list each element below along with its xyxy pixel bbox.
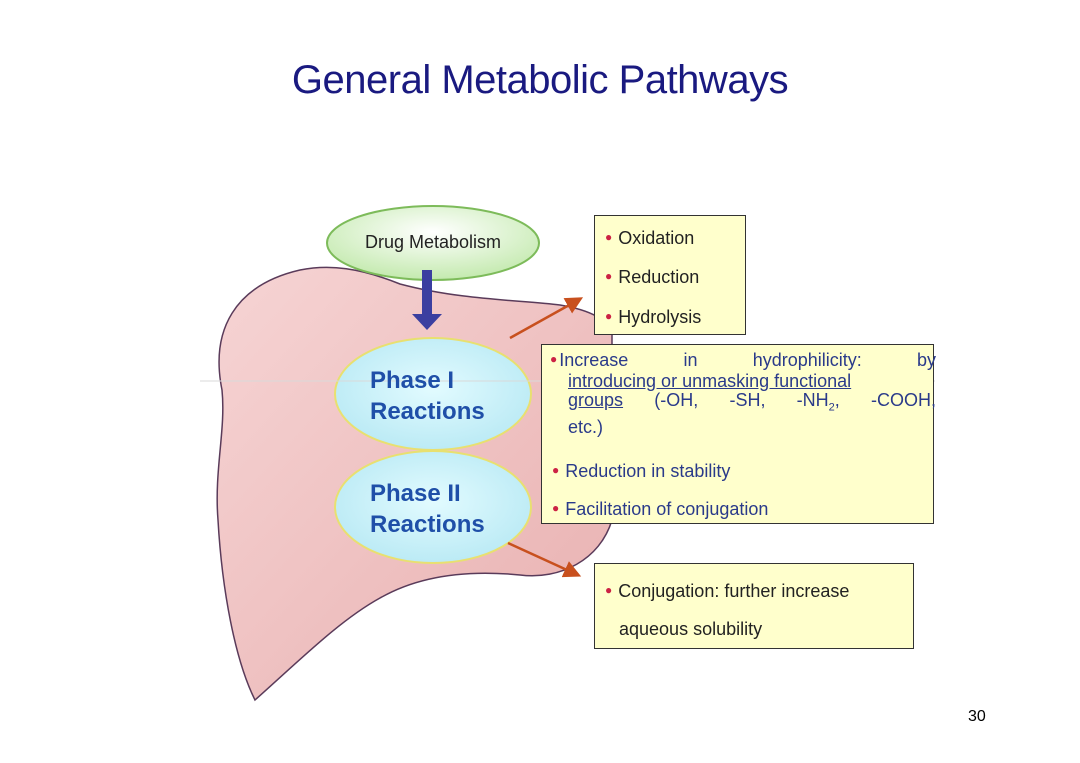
list-item: ●Hydrolysis: [605, 307, 702, 327]
list-item: ●Conjugation: further increase: [605, 581, 850, 601]
page-title: General Metabolic Pathways: [291, 58, 789, 102]
arrow-to-box3: [507, 541, 582, 578]
phase1-label: Phase I Reactions: [370, 365, 485, 427]
phase2-bubble: [334, 450, 532, 564]
para-line2: introducing or unmasking functional: [568, 371, 852, 391]
phase2-reactions-box: ●Conjugation: further increase aqueous s…: [594, 563, 914, 649]
phase1-line1: Phase I: [370, 367, 455, 394]
phase1-reactions-box: ●Oxidation ●Reduction ●Hydrolysis: [594, 215, 746, 335]
list-item: ●Reduction: [605, 267, 700, 287]
hydrophilicity-paragraph: ●Increase in hydrophilicity: by introduc…: [550, 350, 936, 437]
phase2-line2: Reactions: [370, 511, 485, 538]
list-item: ●Oxidation: [605, 228, 695, 248]
list-item: ●Facilitation of conjugation: [552, 499, 769, 519]
down-arrow-head: [412, 314, 442, 330]
drug-metabolism-bubble: [326, 205, 540, 281]
list-item-continuation: aqueous solubility: [619, 619, 763, 639]
para-line4: etc.): [568, 416, 604, 437]
arrow-to-box1: [509, 297, 584, 340]
list-item: ●Reduction in stability: [552, 461, 731, 481]
phase2-line1: Phase II: [370, 480, 461, 507]
phase1-line2: Reactions: [370, 398, 485, 425]
page-number: 30: [968, 708, 986, 725]
drug-metabolism-label: Drug Metabolism: [364, 232, 502, 252]
para-line3: groups (-OH, -SH, -NH2, -COOH,: [568, 390, 936, 414]
phase2-label: Phase II Reactions: [370, 478, 485, 540]
down-arrow-shaft: [422, 270, 432, 316]
phase1-effects-box: ●Increase in hydrophilicity: by introduc…: [541, 344, 936, 524]
